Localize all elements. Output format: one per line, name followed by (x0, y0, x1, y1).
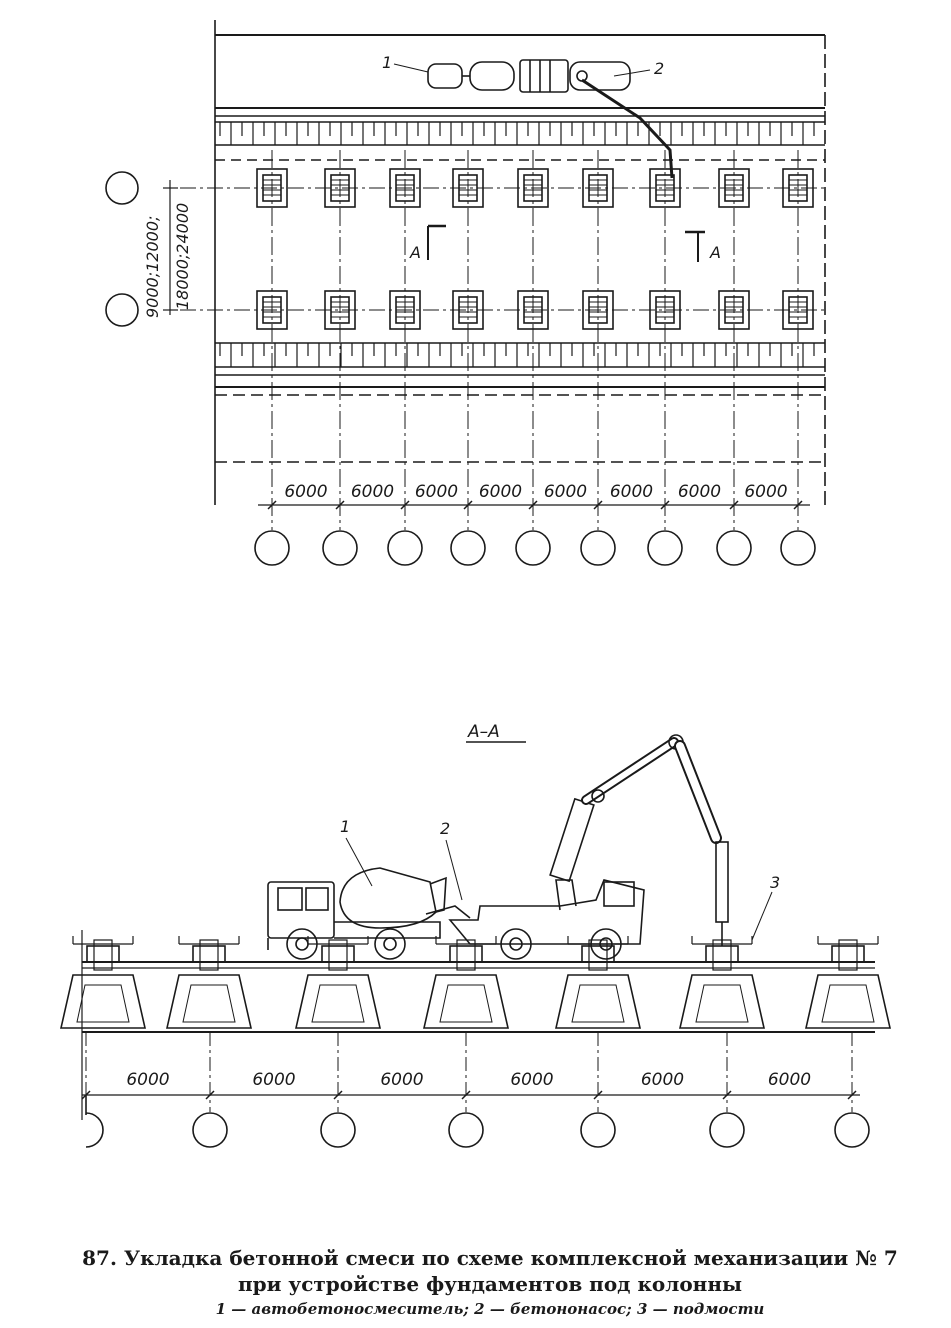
figure-caption-line-1: 87. Укладка бетонной смеси по схеме комп… (82, 1246, 898, 1270)
section-axis-bubble (709, 1112, 745, 1148)
section-axis-bubble (85, 1112, 104, 1148)
section-span-dimension: 6000 (510, 1070, 553, 1090)
plan-column-axis-bubble (387, 530, 423, 566)
section-span-dimension: 6000 (252, 1070, 295, 1090)
plan-concrete-pump (519, 59, 674, 179)
plan-scaffold-ticks (219, 122, 815, 367)
plan-vertical-dim-2: 18000;24000 (173, 203, 192, 310)
plan-section-mark-left: A (409, 243, 421, 262)
plan-span-dimension: 6000 (479, 482, 522, 502)
section-footing (804, 936, 892, 1029)
plan-span-dimension: 6000 (544, 482, 587, 502)
section-axis-bubbles (85, 1112, 870, 1148)
section-axis-bubble (580, 1112, 616, 1148)
section-footing (294, 936, 382, 1029)
plan-mixer-truck (427, 61, 515, 91)
section-callout-2: 2 (440, 819, 450, 838)
plan-span-dimension: 6000 (351, 482, 394, 502)
section-span-dimension: 6000 (641, 1070, 684, 1090)
section-labels: A–A 1 2 3 6000 6000 6000 6000 6000 6000 (126, 722, 811, 1090)
section-title: A–A (467, 722, 500, 742)
plan-column-axis-bubbles (254, 500, 816, 566)
plan-row-axis-bubble-1 (105, 171, 139, 205)
section-span-dimension: 6000 (768, 1070, 811, 1090)
section-footing (59, 936, 147, 1029)
section-callout-1: 1 (340, 817, 350, 836)
section-callout-3: 3 (770, 873, 780, 892)
section-concrete-pump-truck (448, 734, 729, 960)
plan-column-axis-bubble (580, 530, 616, 566)
figure-caption-line-2: при устройстве фундаментов под колонны (237, 1272, 743, 1296)
plan-section-mark-right: A (709, 243, 721, 262)
plan-view (105, 20, 826, 566)
section-axis-lines (81, 1032, 857, 1112)
section-footing (422, 936, 510, 1029)
plan-span-dimension: 6000 (284, 482, 327, 502)
plan-span-dimension: 6000 (610, 482, 653, 502)
section-axis-bubble (192, 1112, 228, 1148)
plan-row-axis-bubble-2 (105, 293, 139, 327)
plan-column-axis-bubble (716, 530, 752, 566)
section-footing (678, 936, 766, 1029)
section-footings (59, 936, 892, 1029)
plan-axis-lines (271, 150, 799, 530)
plan-column-axis-bubble (515, 530, 551, 566)
plan-column-axis-bubble (647, 530, 683, 566)
section-footing (554, 936, 642, 1029)
plan-span-dimension: 6000 (678, 482, 721, 502)
plan-column-axis-bubble (450, 530, 486, 566)
plan-column-axis-bubble (780, 530, 816, 566)
section-span-dimension: 6000 (126, 1070, 169, 1090)
section-mixer-truck (267, 867, 471, 960)
section-footing (165, 936, 253, 1029)
plan-column-axis-bubble (254, 530, 290, 566)
plan-callout-1: 1 (382, 53, 392, 72)
plan-column-axis-bubble (322, 530, 358, 566)
plan-callout-2: 2 (654, 59, 664, 78)
plan-span-dimension: 6000 (415, 482, 458, 502)
section-view (59, 734, 892, 1148)
plan-vertical-dim-1: 9000;12000; (143, 216, 162, 318)
section-axis-bubble (834, 1112, 870, 1148)
section-axis-bubble (320, 1112, 356, 1148)
section-axis-bubble (448, 1112, 484, 1148)
plan-labels: 1 2 A A 9000;12000; 18000;24000 6000 6000… (143, 53, 788, 502)
plan-span-dimension: 6000 (744, 482, 787, 502)
section-span-dimension: 6000 (380, 1070, 423, 1090)
figure-legend: 1 — автобетоносмеситель; 2 — бетононасос… (215, 1300, 765, 1318)
